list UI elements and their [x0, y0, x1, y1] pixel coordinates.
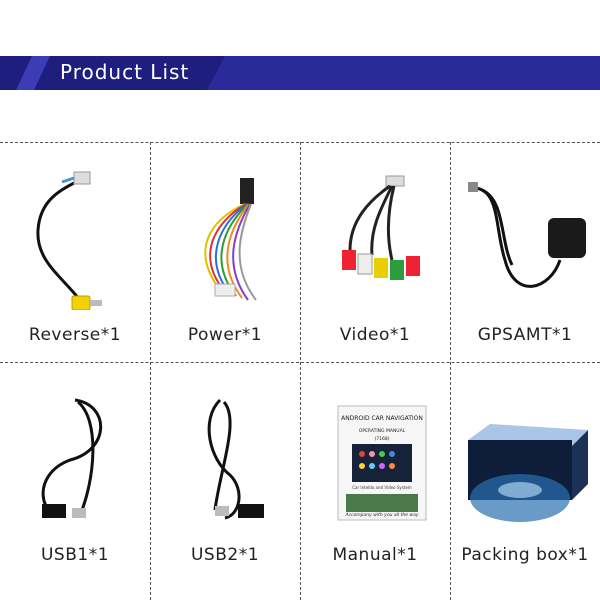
- product-label: Manual*1: [332, 545, 418, 565]
- usb-cable-icon: [41, 398, 103, 518]
- gps-antenna-icon: [468, 182, 586, 288]
- box-icon: [468, 424, 588, 522]
- product-label: USB1*1: [40, 545, 110, 565]
- product-grid: Reverse*1 Power*1 Video*1: [0, 142, 600, 600]
- manual-title: ANDROID CAR NAVIGATION: [341, 415, 423, 422]
- wiring-harness-icon: [204, 178, 257, 301]
- product-item-packing-box: Packing box*1: [450, 362, 600, 582]
- product-item-manual: ANDROID CAR NAVIGATION OPERATING MANUAL …: [300, 362, 450, 582]
- divider: [150, 142, 151, 600]
- manual-subtitle: OPERATING MANUAL: [359, 428, 406, 434]
- product-item-usb2: USB2*1: [150, 362, 300, 582]
- product-label: Video*1: [339, 325, 411, 345]
- product-label: GPSAMT*1: [477, 325, 573, 345]
- product-item-reverse: Reverse*1: [0, 142, 150, 362]
- av-cable-icon: [342, 175, 420, 280]
- product-label: USB2*1: [190, 545, 260, 565]
- product-label: Reverse*1: [28, 325, 122, 345]
- product-item-gps: GPSAMT*1: [450, 142, 600, 362]
- divider: [300, 142, 301, 600]
- divider: [450, 142, 451, 600]
- product-item-usb1: USB1*1: [0, 362, 150, 582]
- rca-cable-icon: [36, 171, 102, 310]
- product-label: Power*1: [187, 325, 263, 345]
- manual-tagline: Accompany with you all the way: [344, 512, 418, 518]
- manual-caption: Car Inteldo and Video System: [352, 485, 412, 490]
- usb-cable-icon: [207, 398, 264, 520]
- product-item-power: Power*1: [150, 142, 300, 362]
- manual-model: (7168): [375, 436, 390, 442]
- product-item-video: Video*1: [300, 142, 450, 362]
- manual-booklet-icon: ANDROID CAR NAVIGATION OPERATING MANUAL …: [337, 405, 427, 521]
- section-banner: Product List: [0, 56, 600, 90]
- page-title: Product List: [60, 60, 190, 84]
- product-label: Packing box*1: [461, 545, 589, 565]
